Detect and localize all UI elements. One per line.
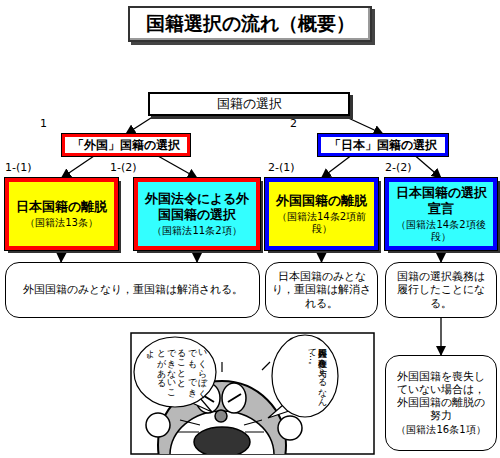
- speech-text: いくらぼくでも、できることと、できないことがあるよ。: [142, 343, 208, 401]
- step-number: 1: [40, 117, 47, 130]
- process-box: 外国国籍の離脱 （国籍法14条2項前段）: [265, 178, 378, 250]
- step-number: 2-(1): [268, 161, 295, 174]
- title-box: 国籍選択の流れ（概要）: [128, 6, 372, 42]
- node-text: 国籍の選択: [217, 96, 282, 112]
- manga-panel: [131, 333, 374, 458]
- character-hand: [146, 413, 170, 437]
- speech-bubble: [134, 337, 216, 407]
- flow-arrow: [158, 156, 197, 178]
- flow-arrow: [126, 116, 154, 134]
- node-text: 外国国籍の離脱: [276, 193, 367, 209]
- node-subtext: （国籍法16条1項）: [396, 424, 485, 436]
- result-box: 外国国籍のみとなり，重国籍は解消される。: [5, 262, 260, 318]
- node-text: 外国法令による外国国籍の選択: [140, 191, 254, 222]
- flow-arrow: [321, 250, 322, 262]
- start-box: 国籍の選択: [148, 92, 350, 116]
- character-hand: [278, 416, 302, 440]
- character-mouth: [194, 427, 250, 454]
- node-text: 日本国籍のみとなり，重国籍は解消される。: [272, 270, 371, 310]
- character-whiskers: [178, 420, 264, 432]
- flow-arrow: [440, 250, 441, 262]
- node-subtext: （国籍法11条2項）: [152, 225, 241, 237]
- step-number: 2: [290, 117, 297, 130]
- flow-arrow: [60, 250, 62, 262]
- choice-box: 「外国」国籍の選択: [62, 134, 190, 156]
- character-nose: [215, 410, 227, 422]
- node-text: 「外国」国籍の選択: [72, 138, 180, 152]
- node-text: 「日本」国籍の選択: [329, 138, 437, 152]
- flow-arrow: [322, 156, 351, 178]
- node-subtext: （国籍法14条2項後段）: [391, 219, 491, 243]
- speech-bubble: [272, 335, 338, 417]
- node-text: 外国国籍のみとなり，重国籍は解消される。: [23, 283, 243, 296]
- title-text: 国籍選択の流れ（概要）: [146, 11, 355, 37]
- flow-arrow: [416, 156, 442, 178]
- node-text: 日本国籍の離脱: [16, 199, 107, 215]
- note-box: 外国国籍を喪失していない場合は，外国国籍の離脱の努力（国籍法16条1項）: [385, 355, 497, 451]
- character-eye-mark: [201, 394, 241, 402]
- node-subtext: （国籍法13条）: [25, 217, 98, 229]
- node-text: 国籍の選択義務は履行したことになる。: [392, 270, 490, 310]
- choice-box: 「日本」国籍の選択: [318, 134, 448, 156]
- node-text: 日本国籍の選択宣言: [391, 185, 491, 216]
- flow-arrow: [62, 156, 95, 178]
- flow-arrow: [440, 318, 441, 355]
- step-number: 2-(2): [385, 161, 412, 174]
- node-subtext: （国籍法14条2項前段）: [271, 211, 372, 235]
- speech-text: 在日外国人に参政権を与えるなんて…。: [284, 342, 328, 412]
- process-box: 日本国籍の離脱 （国籍法13条）: [5, 178, 118, 250]
- result-box: 日本国籍のみとなり，重国籍は解消される。: [265, 262, 378, 318]
- step-number: 1-(1): [5, 161, 32, 174]
- character-face: [170, 411, 274, 454]
- process-box: 外国法令による外国国籍の選択 （国籍法11条2項）: [134, 178, 260, 250]
- step-number: 1-(2): [110, 161, 137, 174]
- result-box: 国籍の選択義務は履行したことになる。: [385, 262, 497, 318]
- flow-arrow: [344, 116, 383, 134]
- node-text: 外国国籍を喪失していない場合は，外国国籍の離脱の努力: [392, 370, 490, 423]
- flow-arrow: [196, 250, 197, 262]
- process-box: 日本国籍の選択宣言 （国籍法14条2項後段）: [385, 178, 497, 250]
